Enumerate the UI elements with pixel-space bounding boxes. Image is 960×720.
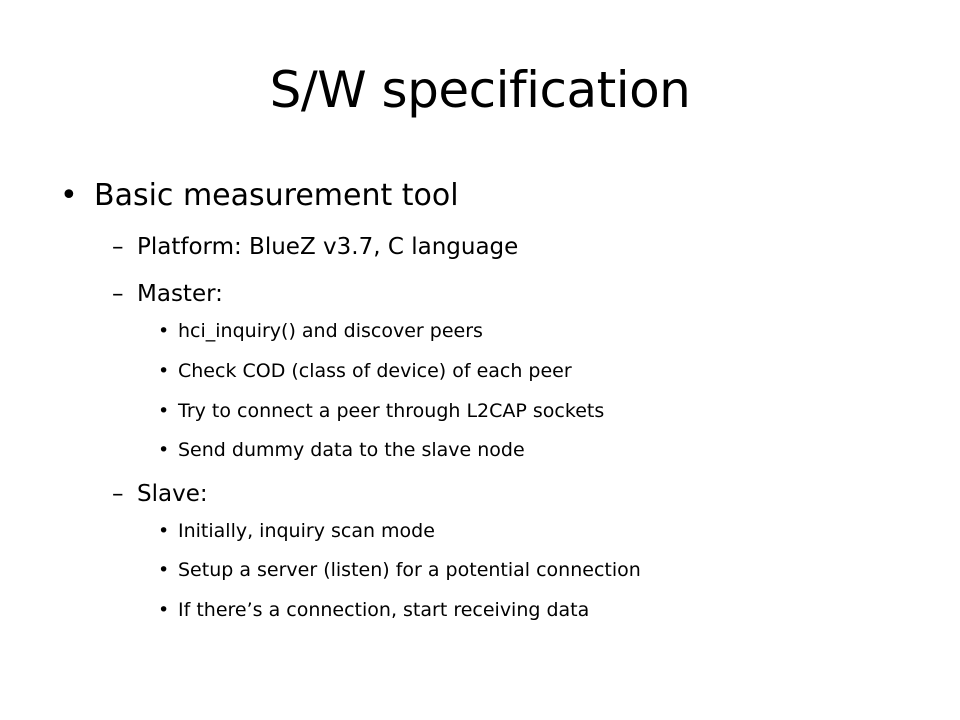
bullet-marker: • (158, 400, 170, 422)
bullet-text: Send dummy data to the slave node (178, 439, 525, 461)
bullet-text: Basic measurement tool (94, 178, 459, 213)
bullet-marker: • (158, 360, 170, 382)
bullet-text: hci_inquiry() and discover peers (178, 320, 483, 342)
bullet-text: Master: (137, 281, 223, 307)
bullet-text: Platform: BlueZ v3.7, C language (137, 234, 519, 260)
dash-marker: – (112, 234, 124, 260)
bullet-text: Try to connect a peer through L2CAP sock… (178, 400, 605, 422)
bullet-marker: • (158, 599, 170, 621)
bullet-text: Check COD (class of device) of each peer (178, 360, 572, 382)
bullet-marker: • (158, 559, 170, 581)
bullet-marker: • (158, 320, 170, 342)
slide-title: S/W specification (269, 61, 691, 119)
dash-marker: – (112, 281, 124, 307)
bullet-marker: • (158, 520, 170, 542)
bullet-text: Slave: (137, 481, 208, 507)
bullet-marker: • (158, 439, 170, 461)
bullet-text: Initially, inquiry scan mode (178, 520, 435, 542)
dash-marker: – (112, 481, 124, 507)
bullet-marker: • (60, 178, 78, 213)
bullet-text: Setup a server (listen) for a potential … (178, 559, 641, 581)
bullet-text: If there’s a connection, start receiving… (178, 599, 590, 621)
